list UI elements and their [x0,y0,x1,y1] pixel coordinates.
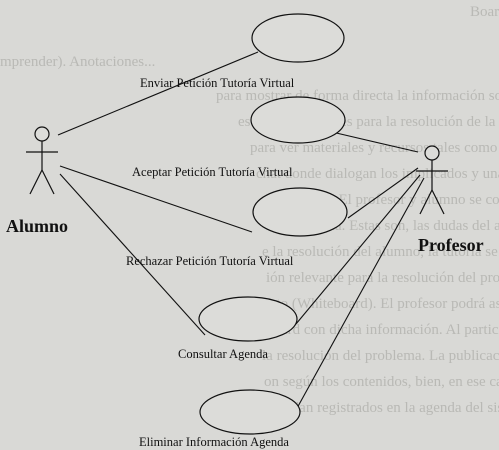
use-case-enviar-label: Enviar Petición Tutoría Virtual [140,76,295,90]
background-text-line: chat donde dialogan los implicados y una… [256,166,499,182]
actor-alumno-figure[interactable] [26,126,58,195]
actor-profesor-label: Profesor [418,235,484,255]
assoc-profesor-consultar [295,174,421,325]
use-case-enviar-shape[interactable] [251,13,345,63]
use-case-consultar-shape[interactable] [198,296,298,342]
background-text-line: ión relevante para la resolución del pro… [266,270,499,286]
actor-profesor-figure[interactable] [416,145,448,215]
actor-alumno-label: Alumno [6,216,68,236]
background-text-line: on según los contenidos, bien, en ese ca… [264,374,499,390]
background-text-line: e la resolución del alumno, la tutoría s… [262,244,499,260]
assoc-profesor-rechazar [347,167,419,219]
use-case-shapes [198,13,348,435]
background-text-line: quedan registrados en la agenda del sist… [270,400,499,416]
assoc-profesor-eliminar [295,177,425,411]
assoc-profesor-aceptar [331,131,419,153]
use-case-rechazar-label: Rechazar Petición Tutoría Virtual [126,254,294,268]
associations [57,51,425,411]
assoc-alumno-consultar [59,173,206,336]
background-text-line: mprender). Anotaciones... [0,54,156,70]
use-case-eliminar-shape[interactable] [199,389,301,435]
background-text-line: la resolución del problema. La publicaci… [262,348,499,364]
background-text-line: Board [470,4,499,20]
assoc-alumno-enviar [57,51,259,136]
use-case-aceptar-label: Aceptar Petición Tutoría Virtual [132,165,293,179]
use-case-rechazar-shape[interactable] [252,187,348,237]
background-text-line: board con dicha información. Al particip… [266,322,499,338]
use-case-aceptar-shape[interactable] [250,96,346,144]
background-text-line: esto (Whiteboard). El profesor podrá así… [264,296,499,312]
use-case-eliminar-label: Eliminar Información Agenda [139,435,289,449]
use-case-consultar-label: Consultar Agenda [178,347,268,361]
assoc-alumno-rechazar [59,165,253,233]
